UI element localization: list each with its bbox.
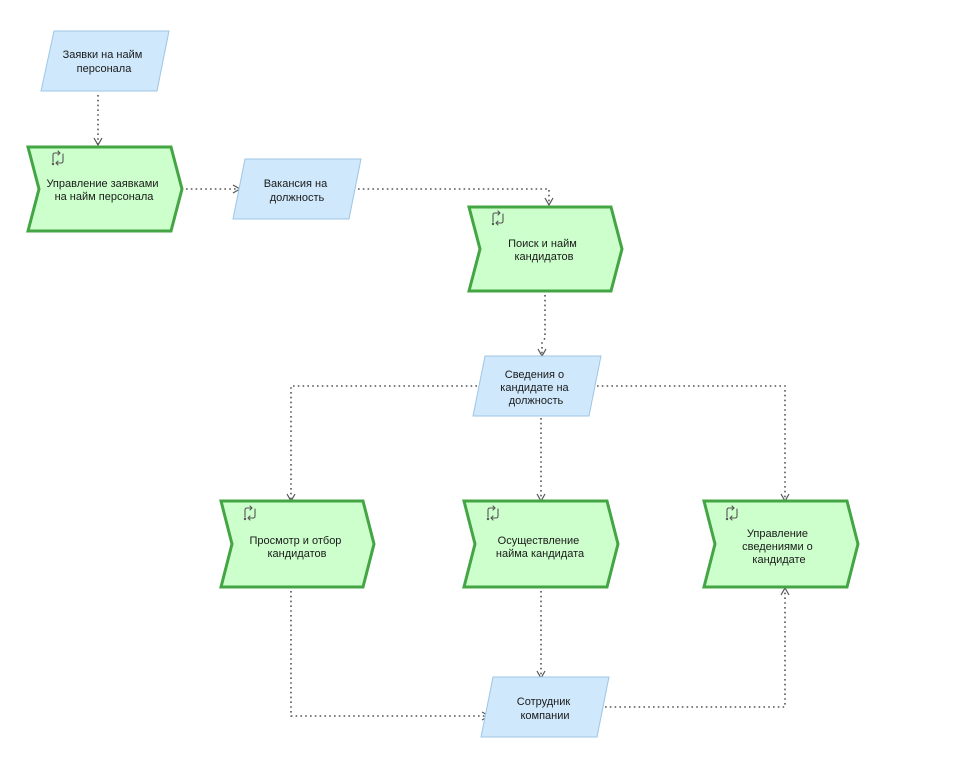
connector-info-to-review (286, 385, 477, 503)
node-label: Сведения о кандидате на должность (500, 369, 571, 407)
connector-info-to-manage-info (597, 385, 790, 503)
process-cycle-icon (51, 150, 64, 166)
process-manage-info[interactable]: Управление сведениями о кандидате (702, 499, 860, 589)
process-manage-requests[interactable]: Управление заявками на найм персонала (26, 145, 184, 233)
node-label: Просмотр и отбор кандидатов (249, 535, 344, 560)
process-cycle-icon (725, 505, 738, 521)
data-object-candidate-info[interactable]: Сведения о кандидате на должность (472, 355, 602, 417)
node-label: Вакансия на должность (264, 178, 331, 204)
process-cycle-icon (243, 505, 256, 521)
connector-review-to-employee (290, 591, 491, 721)
node-label: Управление сведениями о кандидате (742, 528, 816, 566)
data-object-employee[interactable]: Сотрудник компании (480, 676, 610, 738)
process-review-select[interactable]: Просмотр и отбор кандидатов (219, 499, 376, 589)
data-object-hiring-requests[interactable]: Заявки на найм персонала (40, 30, 170, 92)
connector-search-to-candidate-info (537, 295, 547, 358)
connector-vacancy-to-search (358, 188, 554, 207)
process-perform-hiring[interactable]: Осуществление найма кандидата (462, 499, 620, 589)
data-object-vacancy[interactable]: Вакансия на должность (232, 158, 362, 220)
process-cycle-icon (486, 505, 499, 521)
process-search-hire[interactable]: Поиск и найм кандидатов (467, 205, 624, 293)
connectors (93, 95, 790, 721)
node-label: Заявки на найм персонала (63, 49, 146, 75)
process-cycle-icon (491, 210, 504, 226)
node-label: Осуществление найма кандидата (496, 535, 585, 560)
node-label: Управление заявками на найм персонала (46, 178, 161, 203)
node-label: Сотрудник компании (517, 696, 574, 722)
connector-employee-to-manage-info (605, 586, 790, 708)
node-label: Поиск и найм кандидатов (508, 238, 580, 263)
